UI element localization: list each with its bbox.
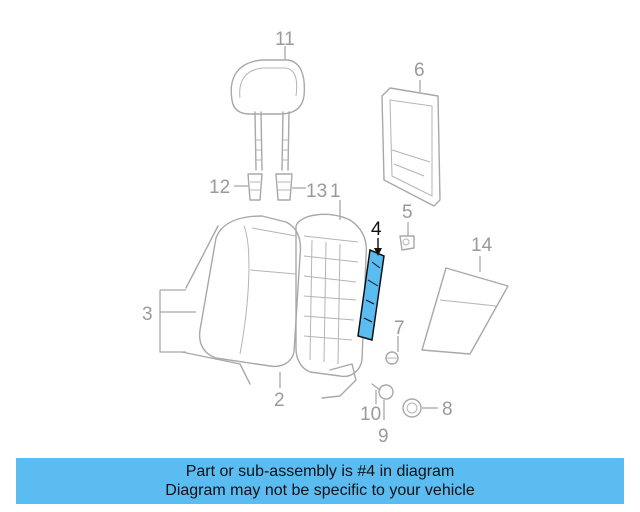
callout-5: 5 — [402, 202, 413, 223]
info-banner: Part or sub-assembly is #4 in diagram Di… — [16, 458, 624, 504]
callout-13: 13 — [306, 181, 327, 202]
callout-8: 8 — [442, 399, 453, 420]
callout-1: 1 — [330, 181, 341, 202]
part-fasteners — [371, 383, 394, 400]
part-headrest-guides — [247, 173, 293, 201]
callout-7: 7 — [394, 318, 405, 339]
callout-12: 12 — [209, 177, 230, 198]
callout-2: 2 — [274, 390, 285, 411]
banner-line-part: Part or sub-assembly is #4 in diagram — [185, 463, 455, 480]
part-knob-7 — [385, 351, 399, 365]
callout-11: 11 — [275, 29, 295, 50]
part-back-frame — [381, 87, 441, 207]
part-cap-8 — [402, 398, 422, 418]
part-headrest — [230, 59, 306, 171]
callout-9: 9 — [378, 426, 389, 447]
callout-6: 6 — [414, 60, 425, 81]
callout-4: 4 — [371, 219, 382, 240]
parts-diagram: 11 12 13 6 1 2 3 — [142, 29, 509, 447]
part-back-cover — [198, 215, 302, 368]
part-clip-5 — [399, 235, 415, 251]
callout-14: 14 — [471, 235, 493, 256]
banner-line-disclaimer: Diagram may not be specific to your vehi… — [165, 482, 475, 499]
part-rear-panel — [421, 267, 509, 355]
callout-10: 10 — [360, 404, 381, 425]
callout-3: 3 — [142, 304, 153, 325]
part-rods — [159, 225, 251, 385]
part-back-frame-assy — [295, 213, 368, 399]
part-4-highlighted — [357, 248, 385, 341]
